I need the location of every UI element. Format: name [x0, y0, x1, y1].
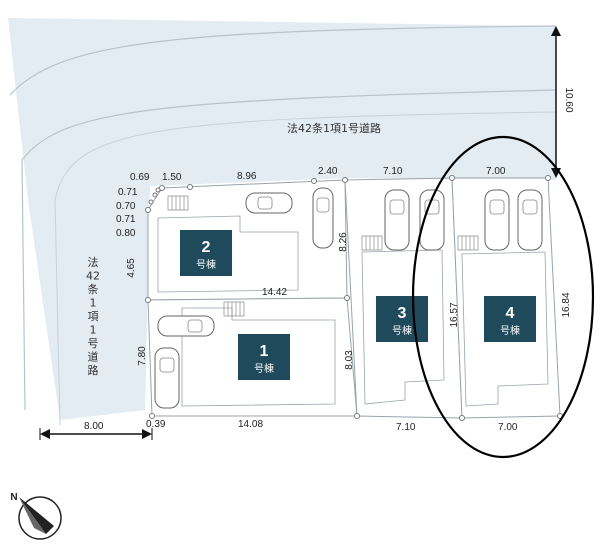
dim-top-710: 7.10	[383, 166, 403, 177]
car-icon	[157, 315, 215, 337]
dim-mid-1442: 14.42	[262, 287, 287, 298]
dim-left-465: 4.65	[126, 258, 137, 278]
dim-bot-039: 0.39	[146, 419, 166, 430]
arrow-head	[40, 429, 50, 439]
left-road-label-char: 路	[88, 364, 99, 377]
lot-2-number: 2	[202, 239, 211, 256]
dim-bot-700: 7.00	[498, 422, 518, 433]
car-icon	[517, 189, 543, 251]
car-icon	[245, 192, 293, 214]
lot-4-badge: 4 号棟	[484, 296, 536, 342]
lot-1-number: 1	[260, 343, 269, 360]
road-width-right-label: 10.60	[563, 87, 574, 112]
left-road-label: 法42条1項1号道路	[86, 255, 100, 377]
corner-dim-2: 0.71	[118, 187, 138, 198]
left-road-label-char: 号	[88, 337, 99, 350]
lot-2-building	[157, 215, 299, 293]
corner-dim-5: 0.80	[116, 228, 136, 239]
dim-top-150: 1.50	[162, 172, 182, 183]
dim-v-1657: 16.57	[449, 302, 460, 327]
arrow-head	[551, 26, 561, 36]
road-edge-line-2	[21, 89, 557, 411]
entrance-stairs	[167, 195, 479, 317]
lot-3-suffix: 号棟	[392, 324, 412, 337]
lot-1-badge: 1 号棟	[238, 334, 290, 380]
left-road-label-char: 道	[88, 350, 99, 364]
compass-icon: N	[10, 492, 62, 540]
dim-v-803: 8.03	[344, 350, 355, 370]
left-road-label-char: 法	[88, 255, 99, 269]
lot-4-building	[461, 251, 549, 407]
left-road-label-char: 42	[86, 270, 100, 283]
dim-top-700: 7.00	[486, 166, 506, 177]
corner-dim-3: 0.70	[116, 201, 136, 212]
dim-v-826: 8.26	[338, 232, 349, 252]
road-edge-line-3	[54, 111, 557, 426]
car-icon	[419, 189, 445, 251]
top-road-label: 法42条1項1号道路	[287, 121, 381, 135]
car-icon	[384, 189, 410, 251]
road-width-left-label: 8.00	[84, 421, 104, 432]
lot-4-suffix: 号棟	[500, 324, 520, 337]
dim-bot-710: 7.10	[396, 422, 416, 433]
car-icon	[154, 347, 180, 409]
car-icon	[484, 189, 510, 251]
highlight-ellipse	[411, 135, 595, 459]
lot-2-suffix: 号棟	[196, 258, 216, 271]
lot-3-building	[361, 249, 445, 405]
lot-2-badge: 2 号棟	[180, 230, 232, 276]
dim-bot-1408: 14.08	[238, 419, 263, 430]
left-road-label-char: 項	[88, 310, 99, 323]
boundary-markers	[145, 175, 563, 421]
dim-top-240: 2.40	[318, 166, 338, 177]
corner-dim-1: 0.69	[130, 172, 150, 183]
road-area	[8, 18, 556, 420]
corner-dim-4: 0.71	[116, 214, 136, 225]
dim-top-896: 8.96	[237, 171, 257, 182]
arrow-head	[142, 429, 152, 439]
left-road-label-char: 1	[90, 297, 97, 310]
compass-north-label: N	[10, 492, 17, 503]
dim-v-1684: 16.84	[561, 292, 572, 317]
road-edge-line	[9, 25, 557, 96]
left-road-label-char: 1	[90, 324, 97, 337]
dim-left-780: 7.80	[137, 346, 148, 366]
lot-3-number: 3	[398, 305, 407, 322]
left-road-label-char: 条	[88, 282, 99, 296]
lot-3-badge: 3 号棟	[376, 296, 428, 342]
car-icon	[312, 187, 334, 249]
lot-1-suffix: 号棟	[254, 362, 274, 375]
lot-4-number: 4	[506, 305, 515, 322]
